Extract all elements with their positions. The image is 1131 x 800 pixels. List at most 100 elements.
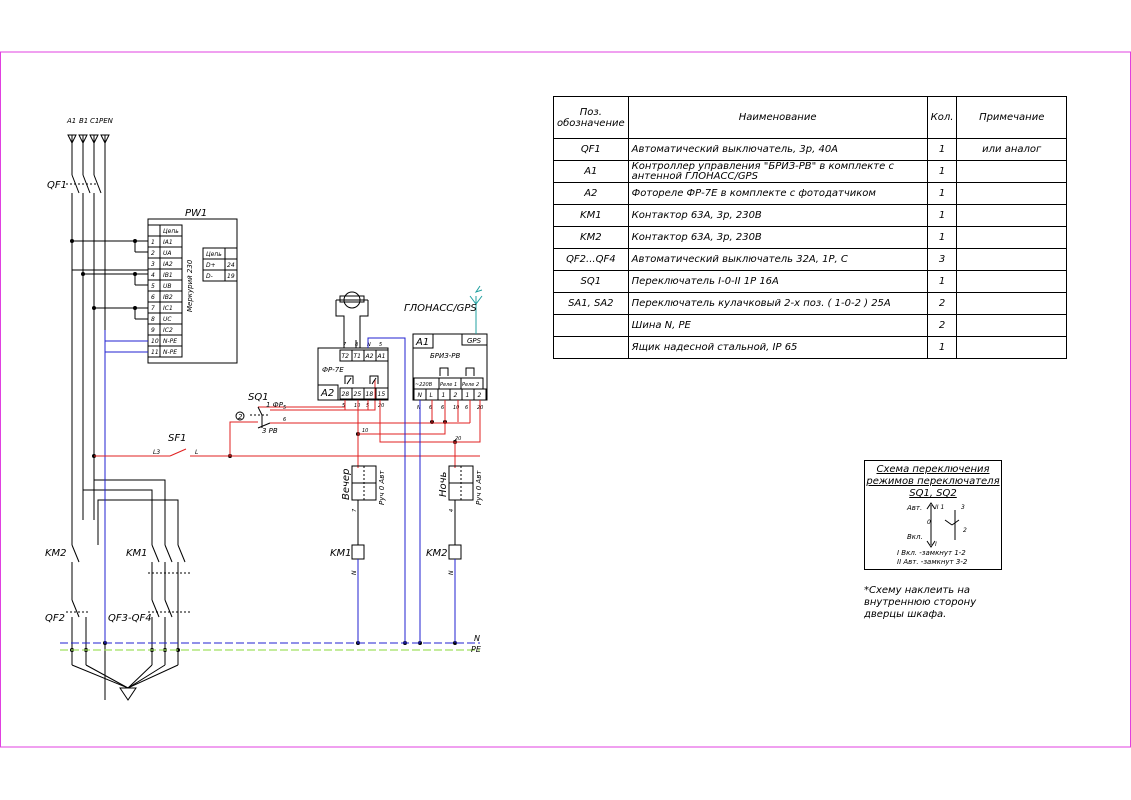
fr7e-term-label: T1 bbox=[354, 353, 361, 360]
glonass-label: ГЛОНАСС/GPS bbox=[404, 303, 477, 314]
bom-cell-pos: SA1, SA2 bbox=[553, 292, 629, 315]
wire-num: 20 bbox=[455, 436, 461, 442]
pw1-circuit-name: IA2 bbox=[163, 261, 173, 268]
bom-cell-pos: KM2 bbox=[553, 226, 629, 249]
wire-num: 5 bbox=[283, 405, 286, 411]
a1-pin: 6 bbox=[441, 405, 444, 411]
pw1-iface-pin: 19 bbox=[227, 273, 235, 280]
bus-label-b1: B1 bbox=[79, 117, 88, 125]
bom-cell-qty: 1 bbox=[926, 182, 958, 205]
bom-cell-qty: 1 bbox=[926, 336, 958, 359]
bom-cell-qty: 1 bbox=[926, 226, 958, 249]
wire-num: 10 bbox=[362, 428, 368, 434]
fr7e-term-cell bbox=[375, 349, 389, 362]
fr7e-label: ФР-7Е bbox=[322, 366, 344, 374]
fr7e-bottom-label: 28 bbox=[342, 391, 350, 398]
photosensor-lens bbox=[339, 295, 365, 303]
fr7e-top-pin: 5 bbox=[379, 342, 382, 348]
pw1-circuit-name: IB2 bbox=[163, 294, 173, 301]
fr7e-bottom-label: 25 bbox=[354, 391, 362, 398]
bom-cell-qty: 1 bbox=[926, 138, 958, 161]
bom-cell-qty: 3 bbox=[926, 248, 958, 271]
pw1-circuit-name: IA1 bbox=[163, 239, 173, 246]
pw1-pin-num: 8 bbox=[151, 316, 155, 323]
pw1-pin-cell bbox=[147, 224, 161, 237]
n-bus-label: N bbox=[474, 634, 480, 643]
bom-cell-name: Автоматический выключатель, 3р, 40А bbox=[627, 138, 928, 161]
fr7e-bottom-label: 18 bbox=[366, 391, 374, 398]
a2-box bbox=[317, 384, 339, 401]
antenna-icon bbox=[469, 285, 483, 305]
sa1-side-label: Руч 0 Авт bbox=[378, 470, 386, 505]
bom-cell-name: Автоматический выключатель 32А, 1Р, С bbox=[627, 248, 928, 271]
a1-pin: N bbox=[417, 405, 421, 411]
switch-scheme-pin2: 2 bbox=[963, 527, 967, 534]
pw1-pin-num: 3 bbox=[151, 261, 155, 268]
fr7e-top-pin: 7 bbox=[343, 342, 347, 348]
pw1-pin-num: 6 bbox=[151, 294, 155, 301]
fr7e-bottom-cell bbox=[375, 387, 389, 400]
bom-cell-pos: QF1 bbox=[553, 138, 629, 161]
qf2-label: QF2 bbox=[45, 613, 65, 624]
bom-cell-pos: A1 bbox=[553, 160, 629, 183]
pw1-side-label: Меркурий 230 bbox=[186, 259, 194, 312]
bom-cell-name: Контактор 63А, 3р, 230В bbox=[627, 226, 928, 249]
bom-cell-pos bbox=[553, 314, 629, 337]
pw1-pin-num: 5 bbox=[151, 283, 155, 290]
bom-cell-note bbox=[956, 160, 1067, 183]
a1-pin: 10 bbox=[453, 405, 459, 411]
pw1-iface-name: Цепь bbox=[206, 251, 222, 258]
fr7e-contact-icon bbox=[369, 375, 379, 384]
bom-table: Поз. обозначение Наименование Кол. Приме… bbox=[553, 96, 1067, 359]
switch-scheme-drawing bbox=[926, 502, 960, 548]
switch-scheme-title3: SQ1, SQ2 bbox=[909, 488, 957, 499]
coil-neutral bbox=[357, 559, 456, 643]
sa2-side-label: Руч 0 Авт bbox=[475, 470, 483, 505]
main-power-lines bbox=[66, 479, 190, 701]
sa1-vecher-label: Вечер bbox=[341, 469, 352, 500]
bom-cell-pos bbox=[553, 336, 629, 359]
a1-term-label: 2 bbox=[478, 392, 482, 399]
bom-cell-name: Контактор 63А, 3р, 230В bbox=[627, 204, 928, 227]
pe-bus-label: PE bbox=[471, 645, 482, 654]
pw1-circuit-name: UB bbox=[163, 283, 172, 290]
fr7e-relay bbox=[317, 347, 389, 401]
fr7e-top-pin: 8 bbox=[355, 342, 358, 348]
pw1-circuit-name: UC bbox=[163, 316, 172, 323]
a1-group-label: Реле 1 bbox=[440, 382, 457, 388]
a1-term-label: L bbox=[430, 392, 433, 399]
sf1-breaker bbox=[94, 406, 480, 457]
fr7e-pin: 5 bbox=[342, 403, 345, 409]
bom-cell-qty: 1 bbox=[926, 204, 958, 227]
a1-relay-icon bbox=[465, 367, 475, 376]
pw1-iface-pin: 24 bbox=[227, 262, 235, 269]
fr7e-contact-blade bbox=[346, 377, 352, 385]
switch-scheme-pin3: 3 bbox=[961, 504, 965, 511]
pw1-circuit-name: N-PE bbox=[163, 338, 177, 345]
door-note: *Схему наклеить на внутреннюю сторону дв… bbox=[864, 585, 977, 620]
a1-box bbox=[412, 333, 434, 349]
gps-box bbox=[461, 333, 488, 346]
pw1-iface-pin-cell bbox=[224, 247, 238, 260]
bom-cell-name: Фотореле ФР-7Е в комплекте с фотодатчико… bbox=[627, 182, 928, 205]
a1-group-label: Реле 2 bbox=[462, 382, 479, 388]
bus-feeders bbox=[67, 134, 110, 700]
pw1-circuit-name: UA bbox=[163, 250, 172, 257]
pw1-pin-num: 1 bbox=[151, 239, 155, 246]
a1-term-label: N bbox=[418, 392, 423, 399]
bom-cell-qty: 1 bbox=[926, 270, 958, 293]
a1-pin: 6 bbox=[465, 405, 468, 411]
pw1-label: PW1 bbox=[185, 208, 207, 219]
sq1-pos2-label: 2 bbox=[238, 413, 243, 421]
sa2-switch bbox=[448, 465, 474, 510]
a2-label: A2 bbox=[320, 388, 334, 399]
wire-num: 7 bbox=[352, 508, 358, 512]
